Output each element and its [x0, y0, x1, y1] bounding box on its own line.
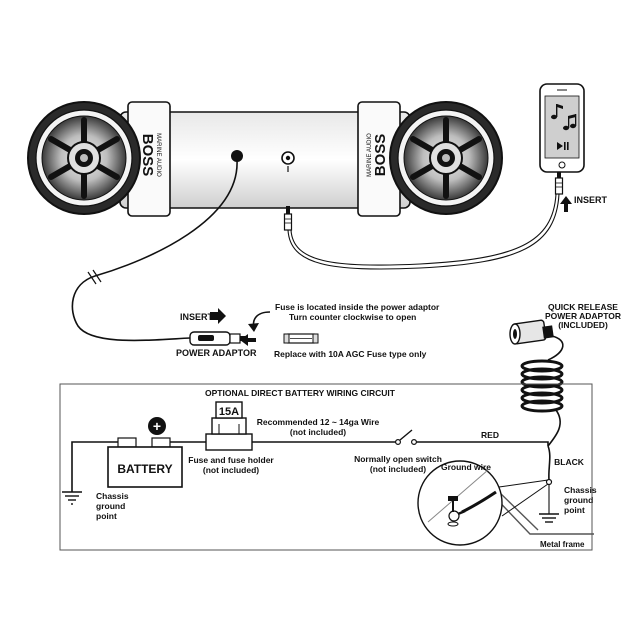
brand-left: BOSS — [139, 134, 156, 177]
switch-line-2: (not included) — [370, 464, 426, 474]
callout-line-bottom — [501, 483, 549, 517]
metal-frame-edge — [496, 489, 539, 531]
ground-symbol-icon — [62, 491, 82, 505]
battery-body — [107, 446, 183, 488]
chassis-left-line-3: point — [96, 511, 117, 521]
battery-label: BATTERY — [117, 462, 172, 476]
adaptor-button — [198, 335, 214, 341]
right-speaker — [389, 101, 503, 215]
metal-frame-label: Metal frame — [540, 540, 585, 549]
recommended-wire-line-1: Recommended 12 ~ 14ga Wire — [257, 417, 380, 427]
chassis-right-line-1: Chassis — [564, 485, 597, 495]
arrow-left-icon — [240, 334, 256, 346]
recommended-wire-line-2: (not included) — [290, 427, 346, 437]
red-label: RED — [481, 430, 499, 440]
detail-ground-wire — [461, 490, 497, 514]
soundbar: BOSS MARINE AUDIO BOSS MARINE AUDIO — [119, 101, 411, 217]
quick-release-plug — [509, 319, 554, 345]
chassis-left-line-2: ground — [96, 501, 125, 511]
red-wire — [416, 441, 549, 446]
insert-arrow-right-icon — [210, 308, 226, 324]
callout-line-top — [498, 479, 549, 488]
power-cable-grommet — [231, 150, 243, 162]
cord-lead — [547, 335, 564, 361]
power-cable — [71, 159, 238, 342]
left-speaker — [27, 101, 141, 215]
adaptor-tip-cap — [229, 333, 241, 344]
quick-release-line-2: POWER ADAPTOR — [545, 311, 621, 321]
battery-terminal-negative — [117, 437, 137, 448]
fuse-holder: 15A — [205, 401, 253, 451]
phone-home-button — [558, 161, 566, 169]
black-wire — [547, 445, 551, 481]
chassis-right-line-3: point — [564, 505, 585, 515]
fuse-rating: 15A — [219, 406, 239, 418]
detail-circle — [417, 460, 503, 546]
phone-plug — [554, 177, 564, 195]
curved-arrow-head-icon — [248, 323, 259, 332]
switch-line-1: Normally open switch — [354, 454, 442, 464]
aux-plug — [283, 206, 293, 231]
aux-jack-hole — [285, 155, 291, 161]
agc-fuse — [283, 333, 319, 344]
circuit-title: OPTIONAL DIRECT BATTERY WIRING CIRCUIT — [205, 388, 396, 398]
brand-left-sub: MARINE AUDIO — [155, 133, 161, 177]
replace-fuse-label: Replace with 10A AGC Fuse type only — [274, 349, 427, 359]
smartphone — [539, 83, 585, 195]
battery-ground-wire — [71, 441, 118, 492]
fuse-holder-body — [205, 433, 253, 451]
fuse-note-line-1: Fuse is located inside the power adaptor — [275, 302, 440, 312]
circuit-box — [59, 383, 593, 551]
cable-break-mark — [87, 271, 97, 285]
quick-release-line-3: (INCLUDED) — [558, 320, 608, 330]
fuse-rating-box — [215, 401, 243, 419]
music-notes-icon — [551, 104, 577, 131]
insert-adaptor-label: INSERT — [180, 312, 214, 322]
phone-plug-tip — [557, 172, 561, 178]
brand-right: BOSS — [372, 134, 389, 177]
fuse-holder-line-1: Fuse and fuse holder — [188, 455, 274, 465]
aux-cable — [287, 193, 560, 270]
fuse-blade — [211, 417, 247, 435]
quick-release-line-1: QUICK RELEASE — [548, 302, 618, 312]
plus-circle-icon: + — [148, 417, 166, 435]
switch — [395, 429, 418, 446]
ground-wire-label: Ground wire — [441, 462, 491, 472]
power-adaptor-label: POWER ADAPTOR — [176, 348, 257, 358]
black-label: BLACK — [554, 457, 585, 467]
cord-tail — [547, 409, 561, 447]
coiled-cord — [520, 359, 564, 413]
ground-symbol-icon — [539, 513, 559, 523]
aux-cable-inner — [290, 193, 557, 266]
chassis-left-line-1: Chassis — [96, 491, 129, 501]
insert-arrow-up-icon — [560, 196, 572, 212]
brand-right-sub: MARINE AUDIO — [367, 133, 373, 177]
insert-phone-label: INSERT — [574, 195, 608, 205]
battery-terminal-positive — [151, 437, 171, 448]
play-pause-icon — [557, 142, 569, 150]
battery: BATTERY — [107, 437, 183, 488]
fuse-note-line-2: Turn counter clockwise to open — [289, 312, 416, 322]
chassis-right-line-2: ground — [564, 495, 593, 505]
bolt-icon — [447, 496, 459, 527]
power-adaptor — [189, 331, 248, 346]
fuse-holder-line-2: (not included) — [203, 465, 259, 475]
ground-detail-callout — [417, 460, 549, 546]
plus-sign: + — [153, 418, 161, 434]
